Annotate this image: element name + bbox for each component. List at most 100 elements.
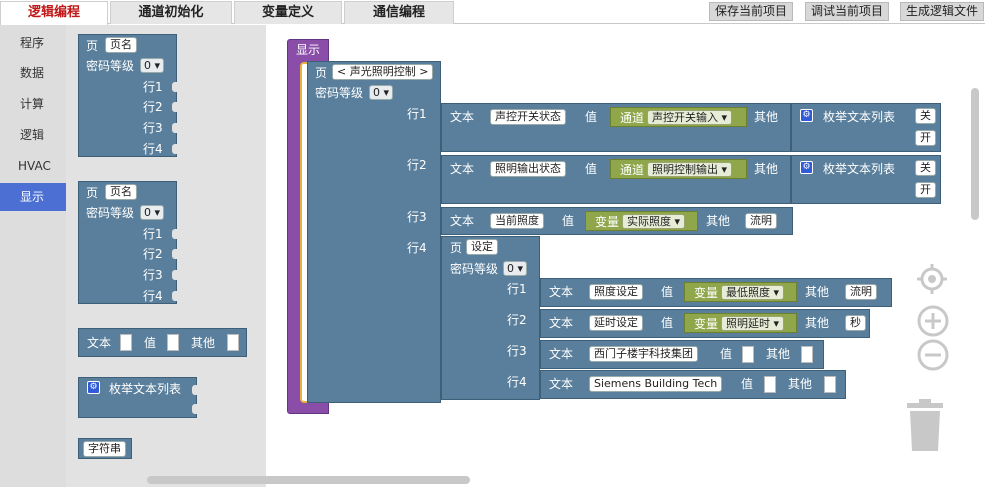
text-label: 文本: [549, 347, 574, 361]
enum-item-field[interactable]: 关: [915, 160, 936, 176]
row-3-text-block[interactable]: 文本 当前照度 值 变量 实际照度 ▾ 其他 流明: [441, 207, 793, 235]
page-name-field[interactable]: 页名: [105, 184, 137, 200]
else-label: 其他: [788, 377, 813, 391]
sub-row-2-text-block[interactable]: 文本 延时设定 值 变量 照明延时 ▾ 其他 秒: [540, 309, 870, 338]
save-project-button[interactable]: 保存当前项目: [709, 2, 794, 21]
enum-item-field[interactable]: 关: [915, 108, 936, 124]
enum-item-field[interactable]: 开: [915, 182, 936, 198]
variable-dropdown[interactable]: 实际照度 ▾: [622, 214, 686, 229]
else-label: 其他: [766, 347, 791, 361]
text-label: 文本: [549, 316, 574, 330]
zoom-out-icon[interactable]: [917, 339, 949, 371]
sub-row-3-text-block[interactable]: 文本 西门子楼宇科技集团 值 其他: [540, 340, 824, 369]
sub-row-2-label: 行2: [507, 313, 527, 327]
flyout-page-block-2[interactable]: 页 页名 密码等级 0 ▾ 行1 行2 行3 行4: [78, 181, 178, 304]
channel-block[interactable]: 通道 照明控制输出 ▾: [610, 159, 747, 179]
sub-row-4-text-block[interactable]: 文本 Siemens Building Tech 值 其他: [540, 370, 846, 399]
tab-communication-programming[interactable]: 通信编程: [344, 1, 454, 24]
row-label: 行2: [143, 100, 163, 114]
page-name-field[interactable]: 页名: [105, 37, 137, 53]
block-flyout: 页 页名 密码等级 0 ▾ 行1 行2 行3 行4 页 页名 密码等级 0 ▾ …: [66, 25, 266, 487]
variable-label: 变量: [694, 286, 719, 300]
password-level-dropdown[interactable]: 0 ▾: [140, 205, 165, 220]
row-1-enum-list-block[interactable]: ⚙ 枚举文本列表 关 开: [791, 103, 941, 152]
text-value-field[interactable]: 当前照度: [490, 213, 544, 229]
enum-list-label: 枚举文本列表: [823, 162, 896, 176]
vertical-scrollbar[interactable]: [971, 88, 979, 220]
channel-dropdown[interactable]: 照明控制输出 ▾: [647, 162, 733, 177]
horizontal-scrollbar[interactable]: [147, 476, 470, 484]
row-2-enum-list-block[interactable]: ⚙ 枚举文本列表 关 开: [791, 155, 941, 204]
variable-dropdown[interactable]: 最低照度 ▾: [721, 285, 785, 300]
trash-icon[interactable]: [905, 397, 945, 453]
string-field[interactable]: 字符串: [83, 441, 126, 457]
variable-block[interactable]: 变量 实际照度 ▾: [585, 211, 698, 231]
flyout-text-value-block[interactable]: 文本 值 其他: [78, 328, 247, 357]
gear-icon[interactable]: ⚙: [800, 109, 813, 122]
category-logic[interactable]: 逻辑: [20, 128, 45, 142]
text-label: 文本: [549, 285, 574, 299]
tab-logic-programming[interactable]: 逻辑编程: [0, 1, 108, 25]
text-value-field[interactable]: 延时设定: [589, 315, 643, 331]
password-level-label: 密码等级: [315, 86, 364, 100]
tab-variable-definition[interactable]: 变量定义: [234, 1, 342, 24]
row-label: 行3: [143, 268, 163, 282]
category-menu: 程序 数据 计算 逻辑 HVAC 显示: [0, 25, 66, 487]
flyout-page-block-1[interactable]: 页 页名 密码等级 0 ▾ 行1 行2 行3 行4: [78, 34, 178, 157]
page-label: 页: [450, 241, 463, 255]
else-label: 其他: [805, 316, 830, 330]
text-value-field[interactable]: 照度设定: [589, 284, 643, 300]
tab-channel-init[interactable]: 通道初始化: [110, 1, 232, 24]
enum-item-field[interactable]: 开: [915, 130, 936, 146]
row-2-text-block[interactable]: 文本 照明输出状态 值 通道 照明控制输出 ▾ 其他: [441, 155, 791, 204]
row-label: 行4: [143, 289, 163, 303]
locate-icon[interactable]: [916, 263, 948, 295]
flyout-string-block[interactable]: 字符串: [78, 438, 132, 459]
gear-icon[interactable]: ⚙: [800, 161, 813, 174]
variable-block[interactable]: 变量 最低照度 ▾: [684, 282, 797, 302]
channel-label: 通道: [620, 163, 645, 177]
value-label: 值: [661, 316, 674, 330]
category-display[interactable]: 显示: [0, 183, 66, 211]
password-level-dropdown[interactable]: 0 ▾: [140, 58, 165, 73]
else-value-field[interactable]: 流明: [845, 284, 877, 300]
page-block-main[interactable]: 页 < 声光照明控制 > 密码等级 0 ▾ 行1 行2 行3 行4: [307, 61, 441, 403]
sub-row-4-label: 行4: [507, 375, 527, 389]
text-value-field[interactable]: 照明输出状态: [490, 161, 566, 177]
row-2-label: 行2: [407, 158, 427, 172]
flyout-enum-list-block[interactable]: ⚙ 枚举文本列表: [78, 377, 198, 418]
else-value-field[interactable]: 秒: [845, 315, 866, 331]
category-program[interactable]: 程序: [20, 36, 45, 50]
value-label: 值: [661, 285, 674, 299]
row-label: 行4: [143, 142, 163, 156]
variable-block[interactable]: 变量 照明延时 ▾: [684, 313, 797, 333]
category-data[interactable]: 数据: [20, 66, 45, 80]
page-name-field[interactable]: 设定: [466, 239, 498, 255]
row-1-label: 行1: [407, 107, 427, 121]
generate-logic-file-button[interactable]: 生成逻辑文件: [900, 2, 985, 21]
password-level-dropdown[interactable]: 0 ▾: [369, 85, 394, 100]
text-value-field[interactable]: Siemens Building Tech: [589, 376, 723, 392]
debug-project-button[interactable]: 调试当前项目: [805, 2, 890, 21]
text-value-field[interactable]: 西门子楼宇科技集团: [589, 346, 698, 362]
row-label: 行3: [143, 121, 163, 135]
gear-icon[interactable]: ⚙: [87, 381, 100, 394]
row-1-text-block[interactable]: 文本 声控开关状态 值 通道 声控开关输入 ▾ 其他: [441, 103, 791, 152]
text-label: 文本: [87, 336, 112, 350]
page-name-field[interactable]: < 声光照明控制 >: [332, 64, 434, 80]
text-value-field[interactable]: 声控开关状态: [490, 109, 566, 125]
category-calculate[interactable]: 计算: [20, 97, 45, 111]
else-value-field[interactable]: 流明: [745, 213, 777, 229]
channel-block[interactable]: 通道 声控开关输入 ▾: [610, 107, 747, 127]
zoom-in-icon[interactable]: [917, 305, 949, 337]
else-label: 其他: [191, 336, 216, 350]
category-hvac[interactable]: HVAC: [18, 159, 51, 173]
enum-list-label: 枚举文本列表: [109, 382, 182, 396]
variable-dropdown[interactable]: 照明延时 ▾: [721, 316, 785, 331]
channel-dropdown[interactable]: 声控开关输入 ▾: [647, 110, 733, 125]
page-label: 页: [86, 39, 99, 53]
password-level-dropdown[interactable]: 0 ▾: [503, 261, 528, 276]
workspace[interactable]: 显示 页 < 声光照明控制 > 密码等级 0 ▾ 行1 行2 行3 行4 文本 …: [266, 25, 985, 487]
sub-row-1-text-block[interactable]: 文本 照度设定 值 变量 最低照度 ▾ 其他 流明: [540, 278, 892, 307]
row-4-page-block[interactable]: 页 设定 密码等级 0 ▾ 行1 行2 行3 行4: [441, 236, 540, 400]
